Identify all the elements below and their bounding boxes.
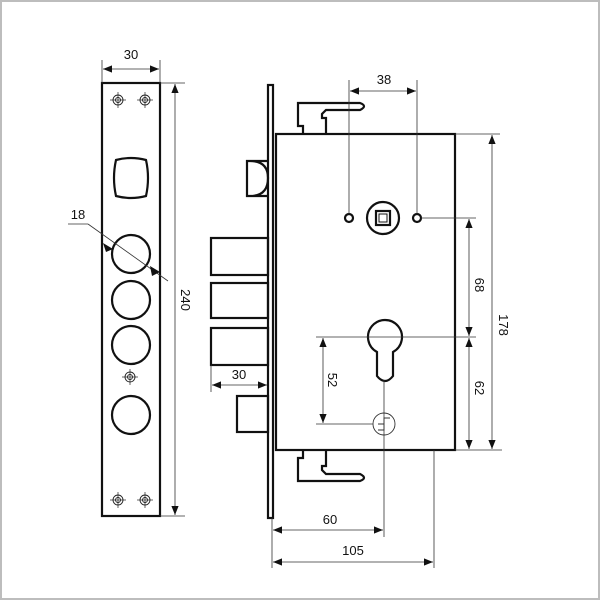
fixing-hole — [343, 212, 355, 224]
dim-faceplate-width: 30 — [101, 47, 161, 83]
dim-spindle-to-cylinder: 68 — [316, 217, 487, 338]
faceplate — [100, 81, 162, 518]
lock-side-view — [209, 83, 457, 520]
dim-faceplate-length: 240 — [160, 82, 193, 517]
spindle-square-icon — [374, 209, 392, 227]
dim-label: 30 — [232, 367, 246, 382]
dim-label: 62 — [472, 381, 487, 395]
latch-opening — [112, 156, 150, 200]
lock-body — [274, 132, 457, 452]
screw-hole-icon — [109, 91, 127, 109]
dim-label: 60 — [323, 512, 337, 527]
bolt-hole — [110, 394, 152, 436]
dead-bolt — [209, 281, 270, 320]
dim-label: 105 — [342, 543, 364, 558]
dead-bolt — [209, 236, 270, 277]
dim-label: 18 — [71, 207, 85, 222]
top-follower-lever — [296, 101, 366, 134]
screw-hole-icon — [121, 368, 139, 386]
guard-bolt — [235, 394, 270, 434]
bolt-hole — [110, 324, 152, 366]
cylinder-cutout — [366, 318, 404, 383]
dim-label: 52 — [325, 373, 340, 387]
latch-bolt — [245, 159, 270, 198]
bolt-hole — [110, 279, 152, 321]
spindle-rose — [365, 200, 401, 236]
dim-cylinder-to-screw: 52 — [316, 338, 373, 425]
dim-label: 178 — [496, 314, 511, 336]
dead-bolt — [209, 326, 270, 367]
fixing-hole — [411, 212, 423, 224]
dim-label: 68 — [472, 278, 487, 292]
dim-screw-spacing: 38 — [348, 72, 418, 214]
dim-body-depth: 105 — [273, 450, 435, 568]
dim-label: 30 — [124, 47, 138, 62]
dim-bolt-diameter: 18 — [68, 207, 169, 282]
dim-backset: 60 — [271, 380, 385, 568]
dim-cylinder-to-bottom: 62 — [465, 338, 487, 449]
screw-hole-icon — [136, 491, 154, 509]
screw-hole-icon — [109, 491, 127, 509]
dim-label: 240 — [178, 289, 193, 311]
faceplate-front-view — [100, 81, 162, 518]
bolt-hole — [110, 233, 152, 275]
dim-label: 38 — [377, 72, 391, 87]
dim-body-height: 178 — [455, 133, 511, 451]
dim-bolt-throw: 30 — [210, 365, 267, 392]
screw-hole-icon — [136, 91, 154, 109]
bottom-follower-lever — [296, 450, 366, 483]
